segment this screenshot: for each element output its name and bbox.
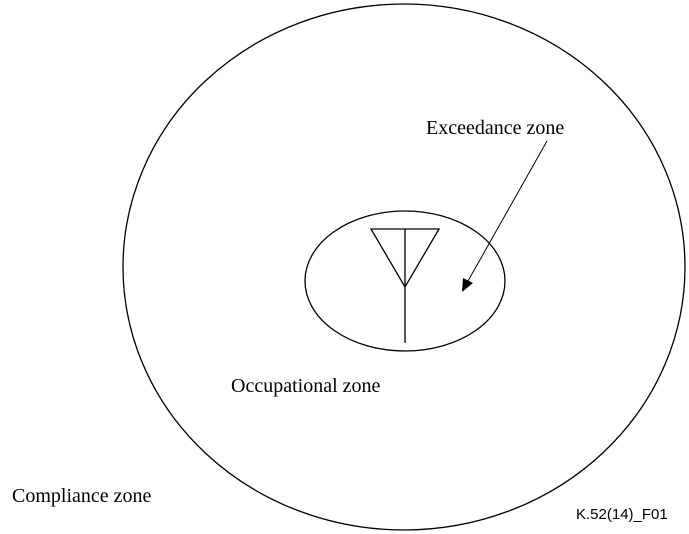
- exceedance-zone-label: Exceedance zone: [426, 117, 565, 139]
- antenna-icon: [369, 228, 441, 343]
- occupational-zone-label: Occupational zone: [231, 375, 381, 397]
- compliance-zone-label: Compliance zone: [12, 485, 152, 507]
- exceedance-zone-boundary: [304, 210, 506, 352]
- arrow-icon: [462, 140, 548, 292]
- compliance-zone-boundary: [122, 3, 686, 531]
- figure-id-label: K.52(14)_F01: [576, 506, 668, 523]
